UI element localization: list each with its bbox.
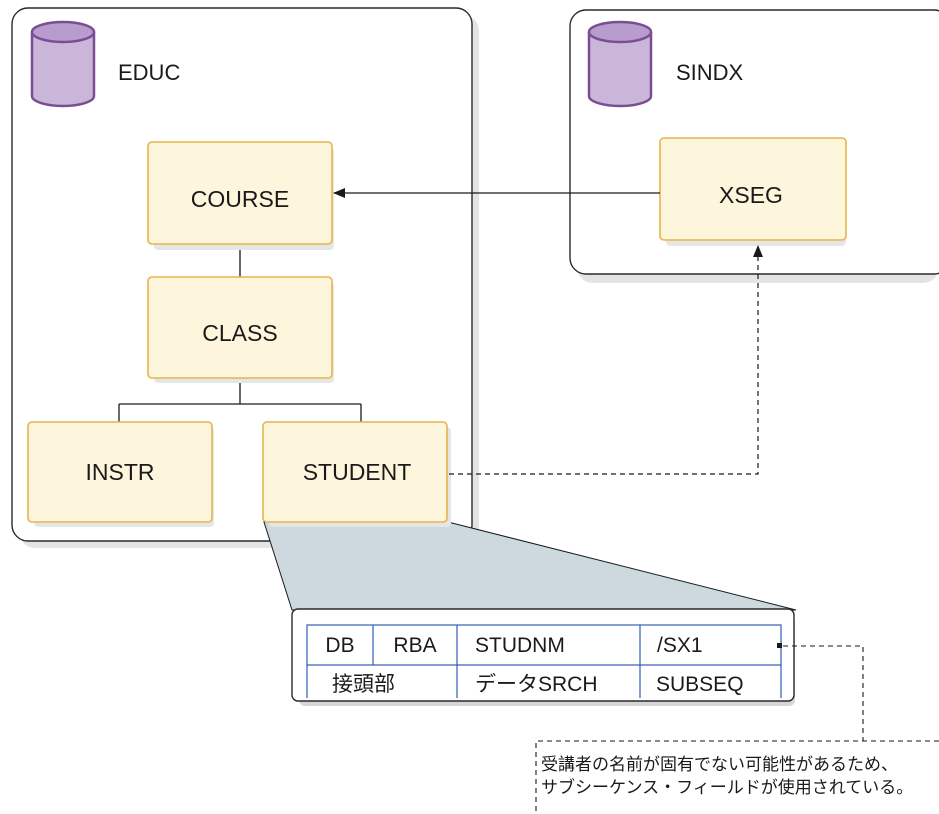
instr-segment: INSTR: [27, 421, 214, 527]
educ-database-label: EDUC: [118, 60, 180, 85]
zoom-projection: [263, 521, 797, 611]
course-segment-label: COURSE: [191, 186, 289, 212]
callout-anchor-dot: [777, 643, 782, 648]
educ-database-icon: [30, 20, 96, 108]
xseg-segment: XSEG: [659, 137, 847, 246]
sindx-database-label: SINDX: [676, 60, 744, 85]
sindx-database-icon: [587, 20, 653, 108]
class-segment-label: CLASS: [202, 320, 277, 346]
record-cell-db: DB: [325, 634, 354, 657]
record-cell-data-srch: データSRCH: [475, 673, 598, 696]
record-cell-prefix: 接頭部: [332, 673, 395, 696]
record-cell-studnm: STUDNM: [475, 634, 565, 657]
student-segment: STUDENT: [262, 421, 451, 527]
record-cell-sx1: /SX1: [657, 634, 703, 657]
note-bracket: [535, 740, 939, 814]
note-line-1: 受講者の名前が固有でない可能性があるため、: [541, 755, 898, 775]
note-line-2: サブシーケンス・フィールドが使用されている。: [541, 777, 913, 798]
instr-segment-label: INSTR: [86, 459, 155, 485]
index-record-box: DB RBA STUDNM /SX1 接頭部 データSRCH SUBSEQ: [291, 608, 795, 706]
record-cell-subseq: SUBSEQ: [656, 673, 744, 696]
xseg-segment-label: XSEG: [719, 182, 783, 208]
class-segment: CLASS: [147, 276, 334, 383]
student-segment-label: STUDENT: [303, 459, 412, 485]
course-segment: COURSE: [147, 141, 334, 250]
record-cell-rba: RBA: [393, 634, 436, 657]
index-source-dashed-arrow: [449, 245, 763, 475]
